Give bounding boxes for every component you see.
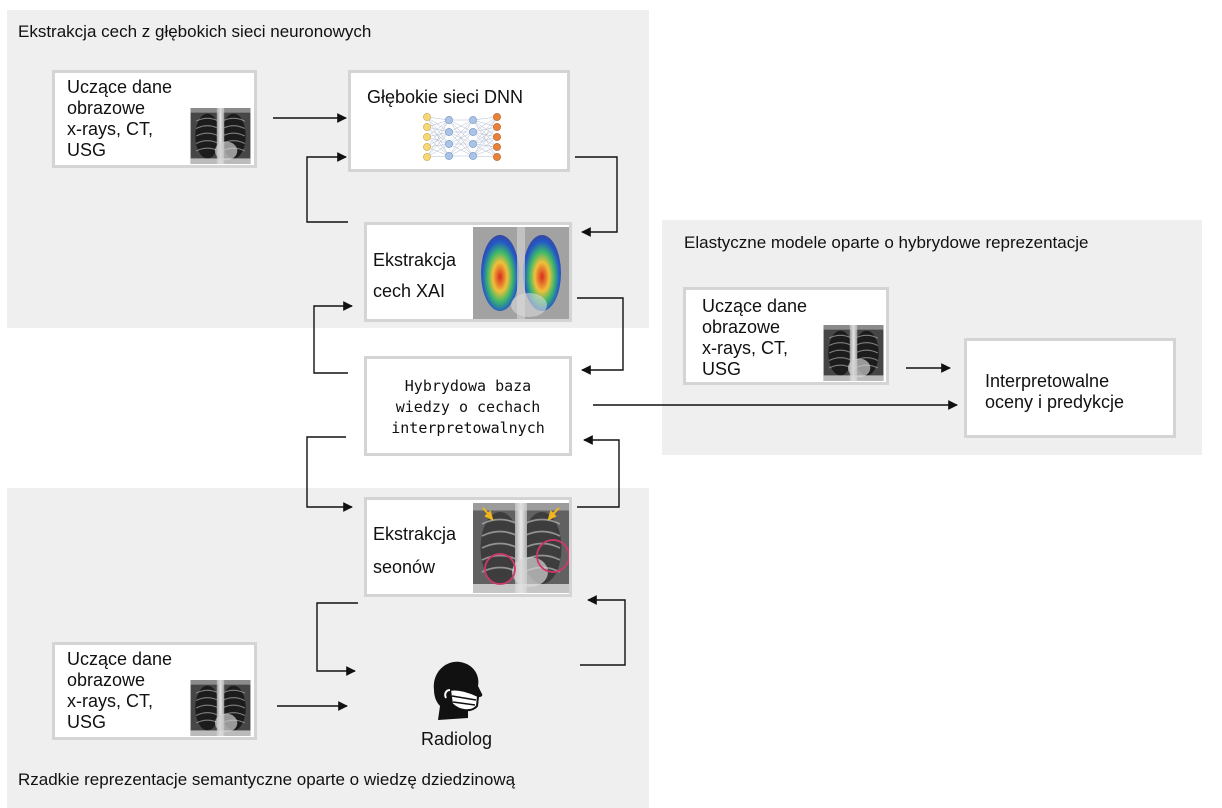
- seons-box: Ekstrakcja seonów: [364, 497, 572, 597]
- xai-label: Ekstrakcja cech XAI: [373, 250, 457, 301]
- arrow-xai-to-kb: [577, 297, 624, 375]
- training-data-label: Uczące dane obrazowe x-rays, CT, USG: [67, 77, 173, 160]
- arrow-xai-to-dnn: [306, 152, 348, 223]
- radiologist-icon: [433, 661, 483, 720]
- region-title: Rzadkie reprezentacje semantyczne oparte…: [18, 770, 516, 789]
- region-title: Elastyczne modele oparte o hybrydowe rep…: [684, 233, 1089, 252]
- arrow-seons-to-kb: [577, 435, 620, 508]
- training-data-box-top: Uczące dane obrazowe x-rays, CT, USG: [52, 70, 257, 168]
- dnn-label: Głębokie sieci DNN: [367, 87, 524, 107]
- arrow-radiolog-to-seons: [580, 595, 626, 666]
- predictions-label: Interpretowalne oceny i predykcje: [985, 371, 1125, 412]
- arrow-seons-to-radiolog: [316, 602, 358, 676]
- predictions-box: Interpretowalne oceny i predykcje: [964, 338, 1176, 438]
- annotated-xray-image: [473, 502, 569, 594]
- training-data-label: Uczące dane obrazowe x-rays, CT, USG: [67, 649, 173, 732]
- radiologist-label: Radiolog: [421, 729, 493, 749]
- arrow-dnn-to-xai: [575, 156, 618, 237]
- arrow-kb-to-seons: [306, 436, 353, 512]
- neural-network-icon: [423, 113, 501, 161]
- training-data-box-right: Uczące dane obrazowe x-rays, CT, USG: [683, 287, 889, 385]
- region-title: Ekstrakcja cech z głębokich sieci neuron…: [18, 22, 372, 41]
- training-data-box-bottom: Uczące dane obrazowe x-rays, CT, USG: [52, 642, 257, 740]
- knowledge-base-label: Hybrydowa baza wiedzy o cechach interpre…: [391, 377, 545, 437]
- xai-heatmap-image: [473, 227, 569, 319]
- xai-box: Ekstrakcja cech XAI: [364, 222, 572, 322]
- dnn-box: Głębokie sieci DNN: [348, 70, 570, 172]
- training-data-label: Uczące dane obrazowe x-rays, CT, USG: [702, 296, 808, 379]
- knowledge-base-box: Hybrydowa baza wiedzy o cechach interpre…: [364, 356, 572, 456]
- seons-label: Ekstrakcja seonów: [373, 524, 457, 577]
- arrow-kb-to-xai: [313, 301, 353, 374]
